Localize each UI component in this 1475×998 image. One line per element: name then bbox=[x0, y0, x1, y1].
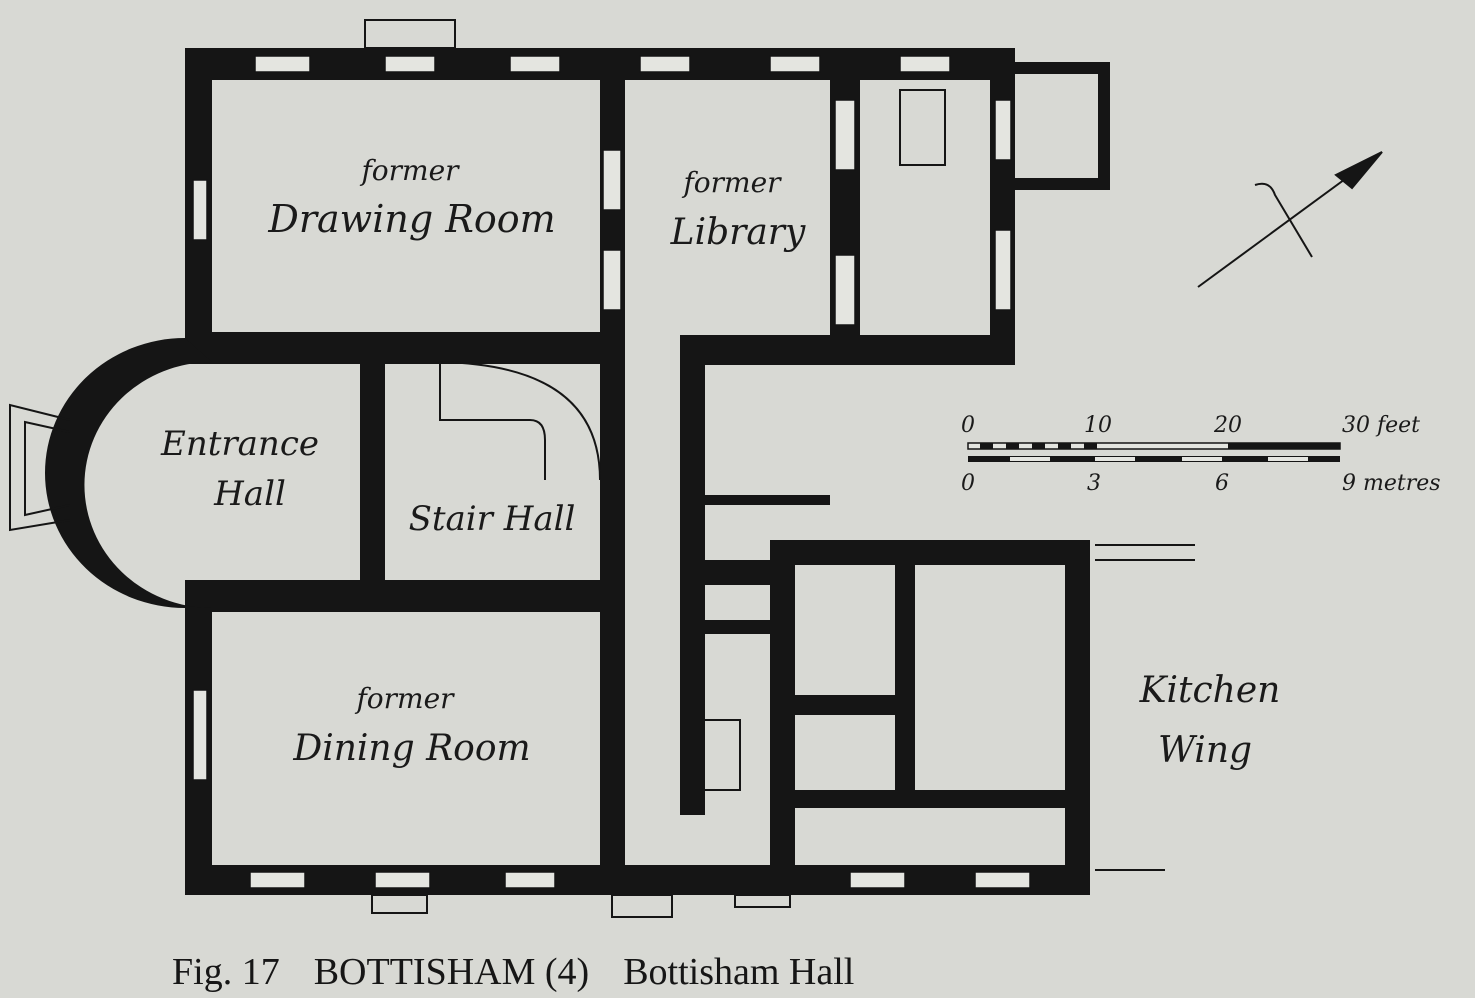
scale-feet-20: 20 bbox=[1213, 413, 1242, 438]
scale-metre-3: 3 bbox=[1087, 471, 1101, 496]
dining-room-label-2: Dining Room bbox=[292, 728, 530, 769]
figure-place: BOTTISHAM (4) bbox=[313, 951, 590, 993]
windows bbox=[192, 55, 1031, 889]
stair-hall-label: Stair Hall bbox=[409, 499, 576, 539]
entrance-hall-label-1: Entrance bbox=[160, 424, 319, 464]
steps bbox=[364, 19, 1195, 918]
drawing-room-label-2: Drawing Room bbox=[267, 197, 555, 241]
figure-title: Bottisham Hall bbox=[623, 951, 855, 993]
entrance-bay bbox=[9, 338, 212, 608]
scale-bar: 0 10 20 30 feet 0 3 6 9 metres bbox=[961, 413, 1441, 496]
scale-feet-30: 30 feet bbox=[1342, 413, 1420, 438]
kitchen-wing-label-2: Wing bbox=[1158, 730, 1252, 771]
scale-feet-0: 0 bbox=[961, 413, 975, 438]
figure-caption: Fig. 17 BOTTISHAM (4) Bottisham Hall bbox=[172, 950, 888, 994]
library-label-2: Library bbox=[670, 212, 806, 253]
scale-metre-6: 6 bbox=[1215, 471, 1229, 496]
north-arrow-icon bbox=[1197, 151, 1383, 288]
scale-feet-10: 10 bbox=[1084, 413, 1112, 438]
scale-metre-9: 9 metres bbox=[1342, 471, 1441, 496]
scale-metre-0: 0 bbox=[961, 471, 975, 496]
figure-number: Fig. 17 bbox=[172, 951, 280, 993]
room-labels: former Drawing Room former Library Entra… bbox=[160, 154, 1280, 771]
walls bbox=[185, 48, 1110, 895]
dining-room-label-1: former bbox=[354, 682, 455, 715]
entrance-hall-label-2: Hall bbox=[213, 474, 286, 514]
drawing-room-label-1: former bbox=[359, 154, 460, 187]
library-label-1: former bbox=[681, 166, 782, 199]
kitchen-wing-label-1: Kitchen bbox=[1139, 670, 1281, 711]
